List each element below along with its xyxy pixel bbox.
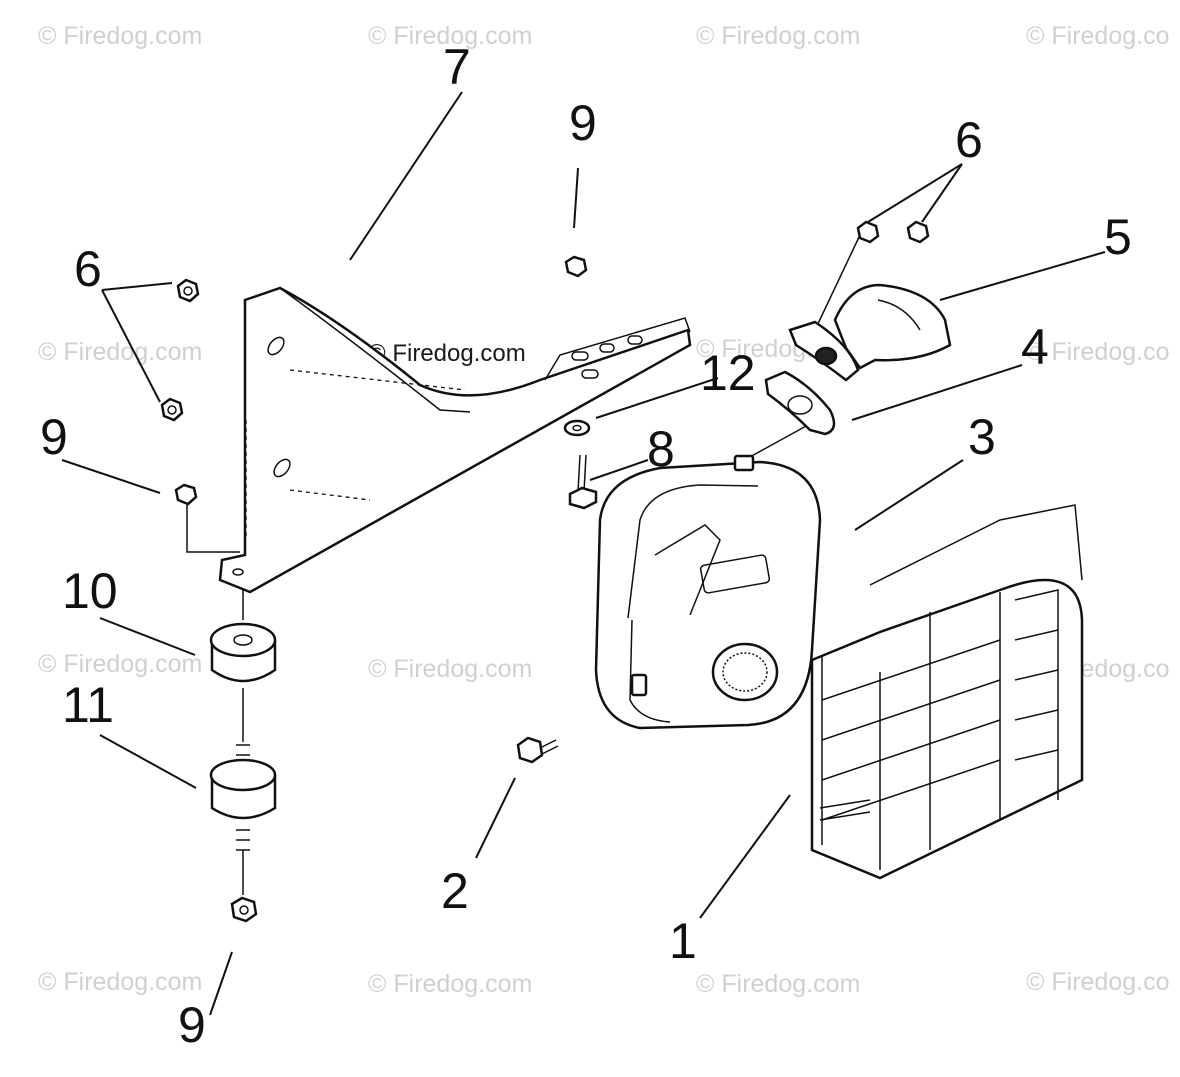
callout-6: 6 (74, 241, 102, 297)
callout-8: 8 (647, 421, 675, 477)
watermark: © Firedog.com (38, 968, 203, 996)
heat-shield-part-1 (810, 504, 1084, 880)
callout-9: 9 (178, 997, 206, 1053)
callout-11: 11 (62, 677, 114, 733)
gasket-part-4 (764, 370, 836, 436)
rubber-mount-part-11 (209, 744, 277, 851)
watermark: © Firedog.com (696, 970, 861, 998)
watermark: © Firedog.com (38, 338, 203, 366)
watermark: © Firedog.com (368, 655, 533, 683)
callout-4: 4 (1021, 319, 1049, 375)
callout-5: 5 (1104, 209, 1132, 265)
watermark: © Firedog.co (1026, 968, 1170, 996)
watermark: © Firedog.co (1026, 22, 1170, 50)
callout-7: 7 (443, 39, 471, 95)
watermark: © Firedog.co (1026, 338, 1170, 366)
callout-10: 10 (62, 563, 118, 619)
callout-2: 2 (441, 863, 469, 919)
rubber-washer-part-10 (209, 622, 277, 683)
bracket-part-7 (218, 286, 692, 594)
muffler-part-3 (594, 454, 822, 730)
watermark: © Firedog.com (38, 650, 203, 678)
callout-6: 6 (955, 112, 983, 168)
exhaust-elbow-part-5 (788, 283, 952, 382)
leader-lines (61, 91, 1106, 1016)
callout-3: 3 (968, 409, 996, 465)
watermark: © Firedog.com (368, 970, 533, 998)
callout-9: 9 (569, 95, 597, 151)
callout-9: 9 (40, 409, 68, 465)
hardware (160, 220, 930, 923)
watermark-center: © Firedog.com (368, 340, 526, 367)
callout-12: 12 (700, 345, 756, 401)
watermark: © Firedog.com (696, 22, 861, 50)
callout-1: 1 (669, 913, 697, 969)
watermark: © Firedog.com (38, 22, 203, 50)
watermark: © Firedog.com (368, 22, 533, 50)
